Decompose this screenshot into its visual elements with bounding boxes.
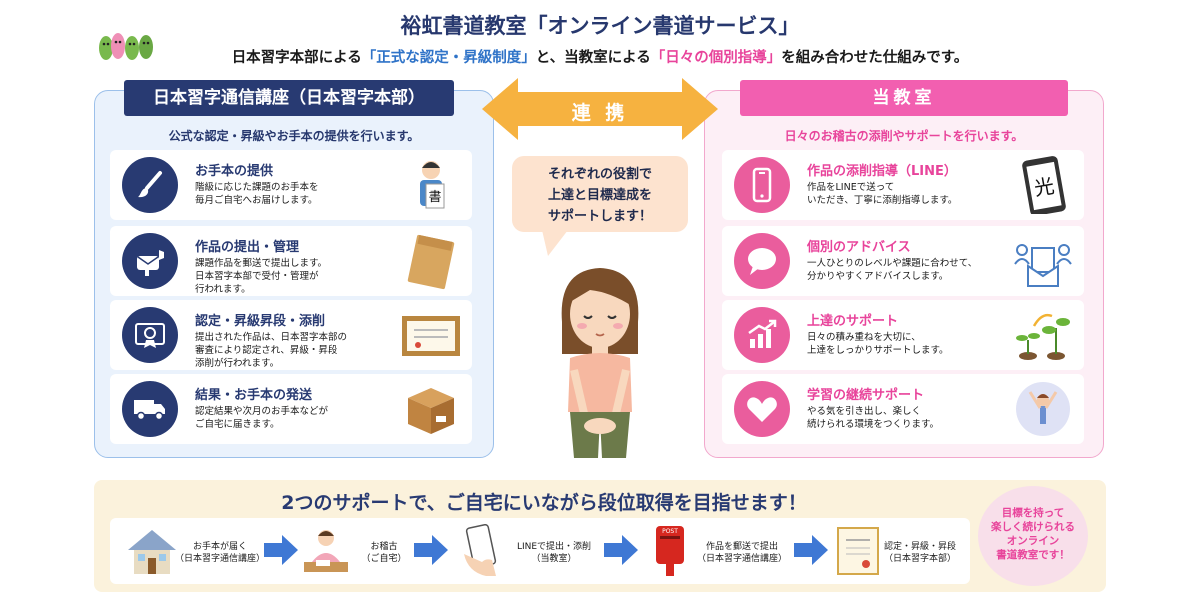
calligraphy-teacher-icon: 書 bbox=[420, 161, 445, 209]
left-card-certification: 認定・昇級昇段・添削 提出された作品は、日本習字本部の 審査により認定され、昇級… bbox=[110, 300, 472, 370]
flow-step-label: LINEで提出・添削 （当教室） bbox=[516, 542, 592, 564]
card-title: 作品の提出・管理 bbox=[195, 240, 300, 255]
link-label: 連 携 bbox=[571, 102, 629, 124]
card-body: 階級に応じた課題のお手本を 毎月ご自宅へお届けします。 bbox=[195, 182, 319, 206]
flow-arrow-icon bbox=[414, 535, 448, 565]
practice-icon bbox=[304, 530, 348, 572]
bubble-text: それぞれの役割で 上達と目標達成を サポートします！ bbox=[547, 167, 652, 224]
bowing-woman-illustration bbox=[561, 268, 639, 458]
heart-icon bbox=[734, 381, 790, 437]
house-icon bbox=[128, 530, 176, 574]
framed-certificate-icon bbox=[402, 316, 460, 356]
truck-icon bbox=[122, 381, 178, 437]
mascot-characters-icon bbox=[99, 33, 153, 60]
speech-bubble-icon bbox=[734, 233, 790, 289]
cheering-person-icon bbox=[1016, 382, 1070, 436]
flow-step-label: 作品を郵送で提出 （日本習字通信講座） bbox=[696, 542, 787, 564]
bottom-title: 2つのサポートで、ご自宅にいながら段位取得を目指せます！ bbox=[281, 492, 807, 514]
flow-step-label: お手本が届く （日本習字通信講座） bbox=[174, 542, 265, 564]
card-title: 学習の継続サポート bbox=[807, 388, 925, 403]
card-body: 作品をLINEで送って いただき、丁寧に添削指導します。 bbox=[807, 182, 958, 206]
card-title: お手本の提供 bbox=[195, 164, 274, 179]
sprouts-icon bbox=[1016, 313, 1070, 360]
subtitle-part2: と、当教室による bbox=[535, 50, 651, 66]
right-panel-title: 当教室 bbox=[740, 80, 1068, 116]
goal-badge bbox=[978, 486, 1088, 586]
hand-phone-icon bbox=[464, 524, 497, 576]
card-title: 作品の添削指導（LINE） bbox=[807, 164, 957, 179]
card-title: 個別のアドバイス bbox=[807, 240, 911, 255]
card-title: 結果・お手本の発送 bbox=[195, 388, 313, 403]
subtitle-highlight-guidance: 「日々の個別指導」 bbox=[650, 50, 782, 66]
card-body: 一人ひとりのレベルや課題に合わせて、 分かりやすくアドバイスします。 bbox=[807, 258, 978, 282]
page-title: 裕虹書道教室「オンライン書道サービス」 bbox=[400, 14, 800, 38]
cardboard-box-icon bbox=[408, 388, 454, 434]
right-card-continuation: 学習の継続サポート やる気を引き出し、楽しく 続けられる環境をつくります。 bbox=[722, 374, 1084, 444]
smartphone-icon bbox=[734, 157, 790, 213]
certificate-icon bbox=[122, 307, 178, 363]
goal-badge-text: 目標を持って 楽しく続けられる オンライン 書道教室です！ bbox=[991, 507, 1075, 561]
left-card-model: お手本の提供 階級に応じた課題のお手本を 毎月ご自宅へお届けします。 書 bbox=[110, 150, 472, 220]
speech-bubble bbox=[512, 156, 688, 256]
left-card-submission: 作品の提出・管理 課題作品を郵送で提出します。 日本習字本部で受付・管理が 行わ… bbox=[110, 226, 472, 296]
letter-people-icon bbox=[1014, 244, 1072, 287]
growth-chart-icon bbox=[734, 307, 790, 363]
postbox-icon: POST bbox=[656, 526, 684, 576]
card-title: 認定・昇級昇段・添削 bbox=[195, 314, 326, 329]
flow-step-label: お稽古 （ご自宅） bbox=[361, 542, 407, 564]
phone-character: 光 bbox=[1032, 173, 1056, 200]
mailbox-icon bbox=[122, 233, 178, 289]
left-panel-title: 日本習字通信講座（日本習字本部） bbox=[124, 80, 454, 116]
subtitle-part1: 日本習字本部による bbox=[231, 50, 362, 66]
svg-text:書: 書 bbox=[428, 190, 441, 205]
right-panel-description: 日々のお稽古の添削やサポートを行います。 bbox=[784, 129, 1024, 143]
right-card-line-correction: 作品の添削指導（LINE） 作品をLINEで送って いただき、丁寧に添削指導しま… bbox=[722, 150, 1084, 220]
card-title: 上達のサポート bbox=[807, 314, 899, 329]
left-panel-description: 公式な認定・昇級やお手本の提供を行います。 bbox=[168, 129, 420, 143]
flow-arrow-icon bbox=[604, 535, 638, 565]
phone-calligraphy-icon: 光 bbox=[1022, 156, 1066, 214]
card-body: 日々の積み重ねを大切に、 上達をしっかりサポートします。 bbox=[807, 332, 949, 356]
flow-arrow-icon bbox=[264, 535, 298, 565]
card-body: 課題作品を郵送で提出します。 日本習字本部で受付・管理が 行われます。 bbox=[195, 258, 328, 295]
card-body: やる気を引き出し、楽しく 続けられる環境をつくります。 bbox=[807, 406, 940, 430]
envelope-icon bbox=[407, 234, 455, 290]
page-subtitle: 日本習字本部による「正式な認定・昇級制度」と、当教室による「日々の個別指導」を組… bbox=[0, 46, 1200, 67]
flow-step-label: 認定・昇級・昇段 （日本習字本部） bbox=[883, 542, 956, 564]
left-card-delivery: 結果・お手本の発送 認定結果や次月のお手本などが ご自宅に届きます。 bbox=[110, 374, 472, 444]
subtitle-part3: を組み合わせた仕組みです。 bbox=[781, 50, 969, 66]
subtitle-highlight-certification: 「正式な認定・昇級制度」 bbox=[361, 50, 536, 66]
link-double-arrow-icon bbox=[482, 78, 718, 140]
flow-arrow-icon bbox=[794, 535, 828, 565]
certificate-icon bbox=[837, 527, 879, 575]
postbox-label: POST bbox=[662, 528, 678, 535]
right-card-improvement: 上達のサポート 日々の積み重ねを大切に、 上達をしっかりサポートします。 bbox=[722, 300, 1084, 370]
card-body: 認定結果や次月のお手本などが ご自宅に届きます。 bbox=[195, 406, 329, 430]
card-body: 提出された作品は、日本習字本部の 審査により認定され、昇級・昇段 添削が行われま… bbox=[195, 332, 348, 369]
right-card-advice: 個別のアドバイス 一人ひとりのレベルや課題に合わせて、 分かりやすくアドバイスし… bbox=[722, 226, 1084, 296]
brush-icon bbox=[122, 157, 178, 213]
